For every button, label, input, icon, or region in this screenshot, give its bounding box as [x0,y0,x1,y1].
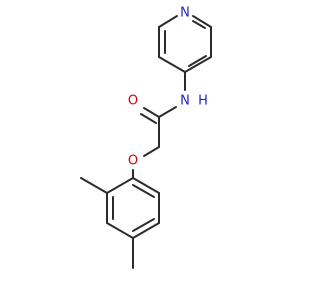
molecule-canvas: N N H O O [80,5,212,269]
bond-pyr-n1-c6 [158,15,178,28]
atom-labels: N N H O O [128,6,208,169]
bond-ch2-ether-o [143,146,160,157]
bond-carbonyl-double-2 [140,113,157,124]
bond-pyr-c5-c4 [158,56,186,73]
bond-pyr-c2-n1 [192,15,212,28]
bond-amide-n-carbonyl-c [158,106,177,118]
bond-pyr-c4-c3-inner [188,55,207,67]
bond-ar-c4-c5-inner [132,218,155,232]
bond-ar-c4-c5 [132,222,160,239]
benzene-ring [106,177,160,239]
pyridine-nitrogen-label: N [180,6,190,21]
bond-ar-c1-c2 [106,177,134,194]
bond-methyl-ortho [80,177,108,194]
amide-hydrogen-label: H [198,94,208,109]
carbonyl-oxygen-label: O [128,94,138,109]
pyridine-ring [158,15,212,73]
molecule-structure-diagram: N N H O O [80,6,212,269]
bond-pyr-c2-n1-inner [192,20,206,29]
bond-carbonyl-double-1 [143,107,160,118]
amide-nitrogen-label: N [180,94,190,109]
ether-oxygen-label: O [128,154,138,169]
bond-pyr-c4-c3 [184,56,212,73]
bond-ar-c6-c1-inner [132,184,155,198]
bond-ar-c6-c1 [132,177,160,194]
bond-ar-c3-c4 [106,222,134,239]
